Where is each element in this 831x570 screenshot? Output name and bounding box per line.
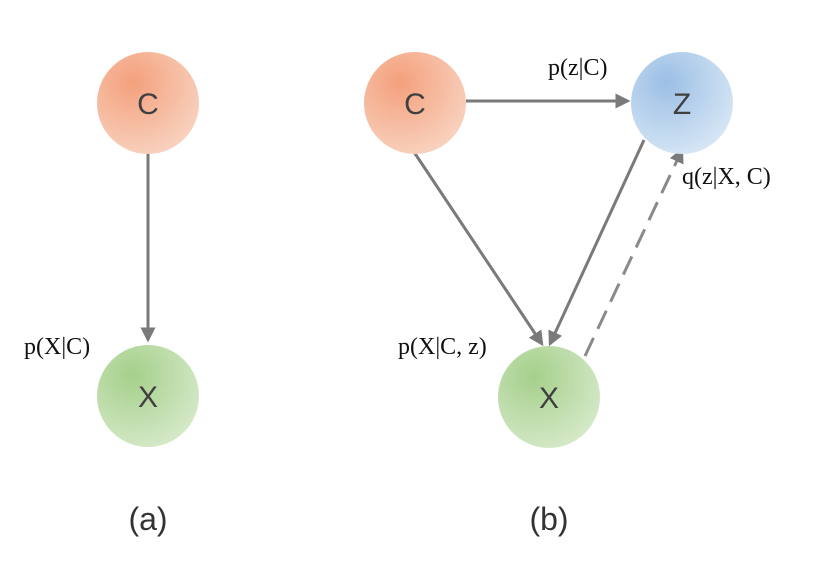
edge-b-x-to-z [583, 147, 684, 357]
node-b-c: C [364, 52, 466, 154]
node-a-x: X [97, 345, 199, 447]
edge-a-c-to-x-label: p(X|C) [24, 334, 90, 360]
node-b-z-label: Z [673, 88, 691, 121]
node-a-c-label: C [137, 88, 159, 121]
node-b-x-label: X [539, 382, 559, 415]
node-b-z: Z [631, 52, 733, 154]
panel-a-caption: (a) [128, 501, 167, 537]
edge-b-z-to-x [548, 139, 646, 347]
panel-a: C X p(X|C) (a) [24, 52, 199, 537]
node-b-z-circle [631, 52, 733, 154]
node-a-x-label: X [138, 381, 158, 414]
node-a-c: C [97, 52, 199, 154]
edge-b-c-to-x [412, 151, 544, 347]
node-b-x-circle [498, 346, 600, 448]
node-a-x-circle [97, 345, 199, 447]
node-b-x: X [498, 346, 600, 448]
edge-b-c-to-z-label: p(z|C) [548, 55, 607, 81]
edge-b-into-x-label: p(X|C, z) [398, 334, 487, 360]
edge-b-x-to-z-label: q(z|X, C) [682, 164, 771, 190]
panel-b-caption: (b) [529, 501, 568, 537]
node-b-c-circle [364, 52, 466, 154]
node-b-c-label: C [404, 88, 426, 121]
panel-b: C Z X p(z|C) q(z|X, C) p(X|C, z) (b) [364, 52, 771, 537]
node-a-c-circle [97, 52, 199, 154]
